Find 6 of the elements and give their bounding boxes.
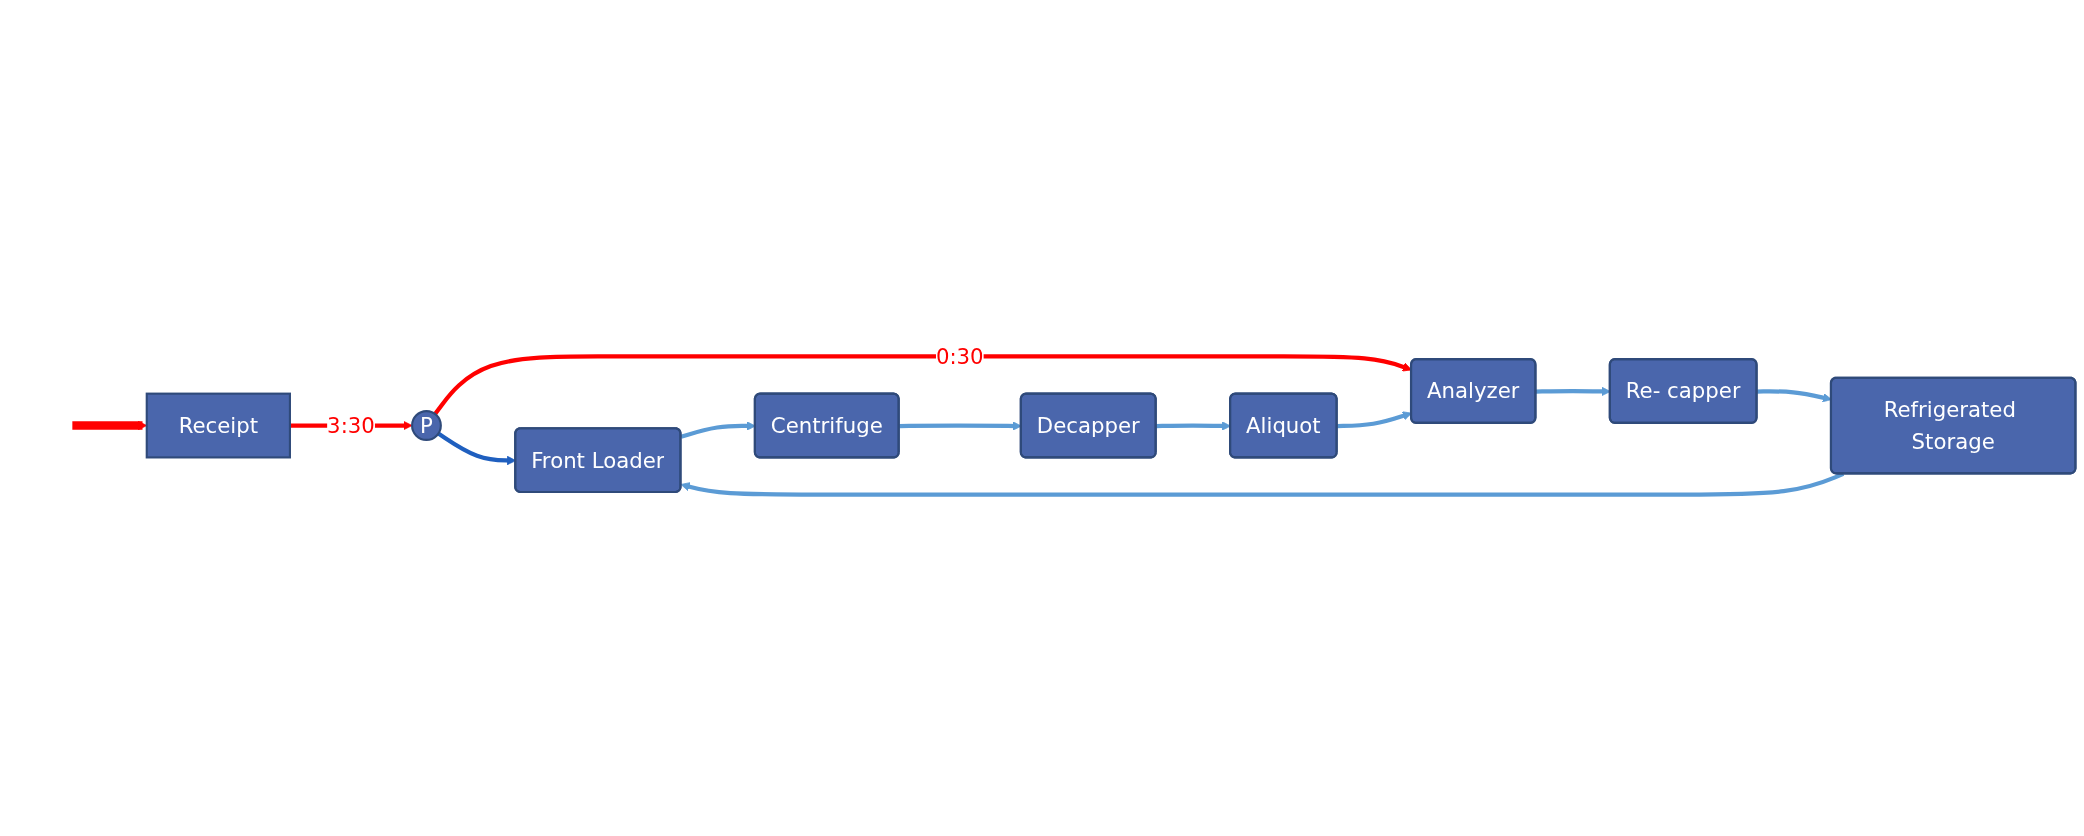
node-box: Receipt: [145, 393, 291, 459]
edge-label: 0:30: [935, 344, 984, 370]
arrow: [433, 354, 1412, 416]
node-circle: P: [411, 410, 442, 442]
edge-label: 3:30: [327, 413, 375, 439]
arrow: [1337, 411, 1412, 429]
